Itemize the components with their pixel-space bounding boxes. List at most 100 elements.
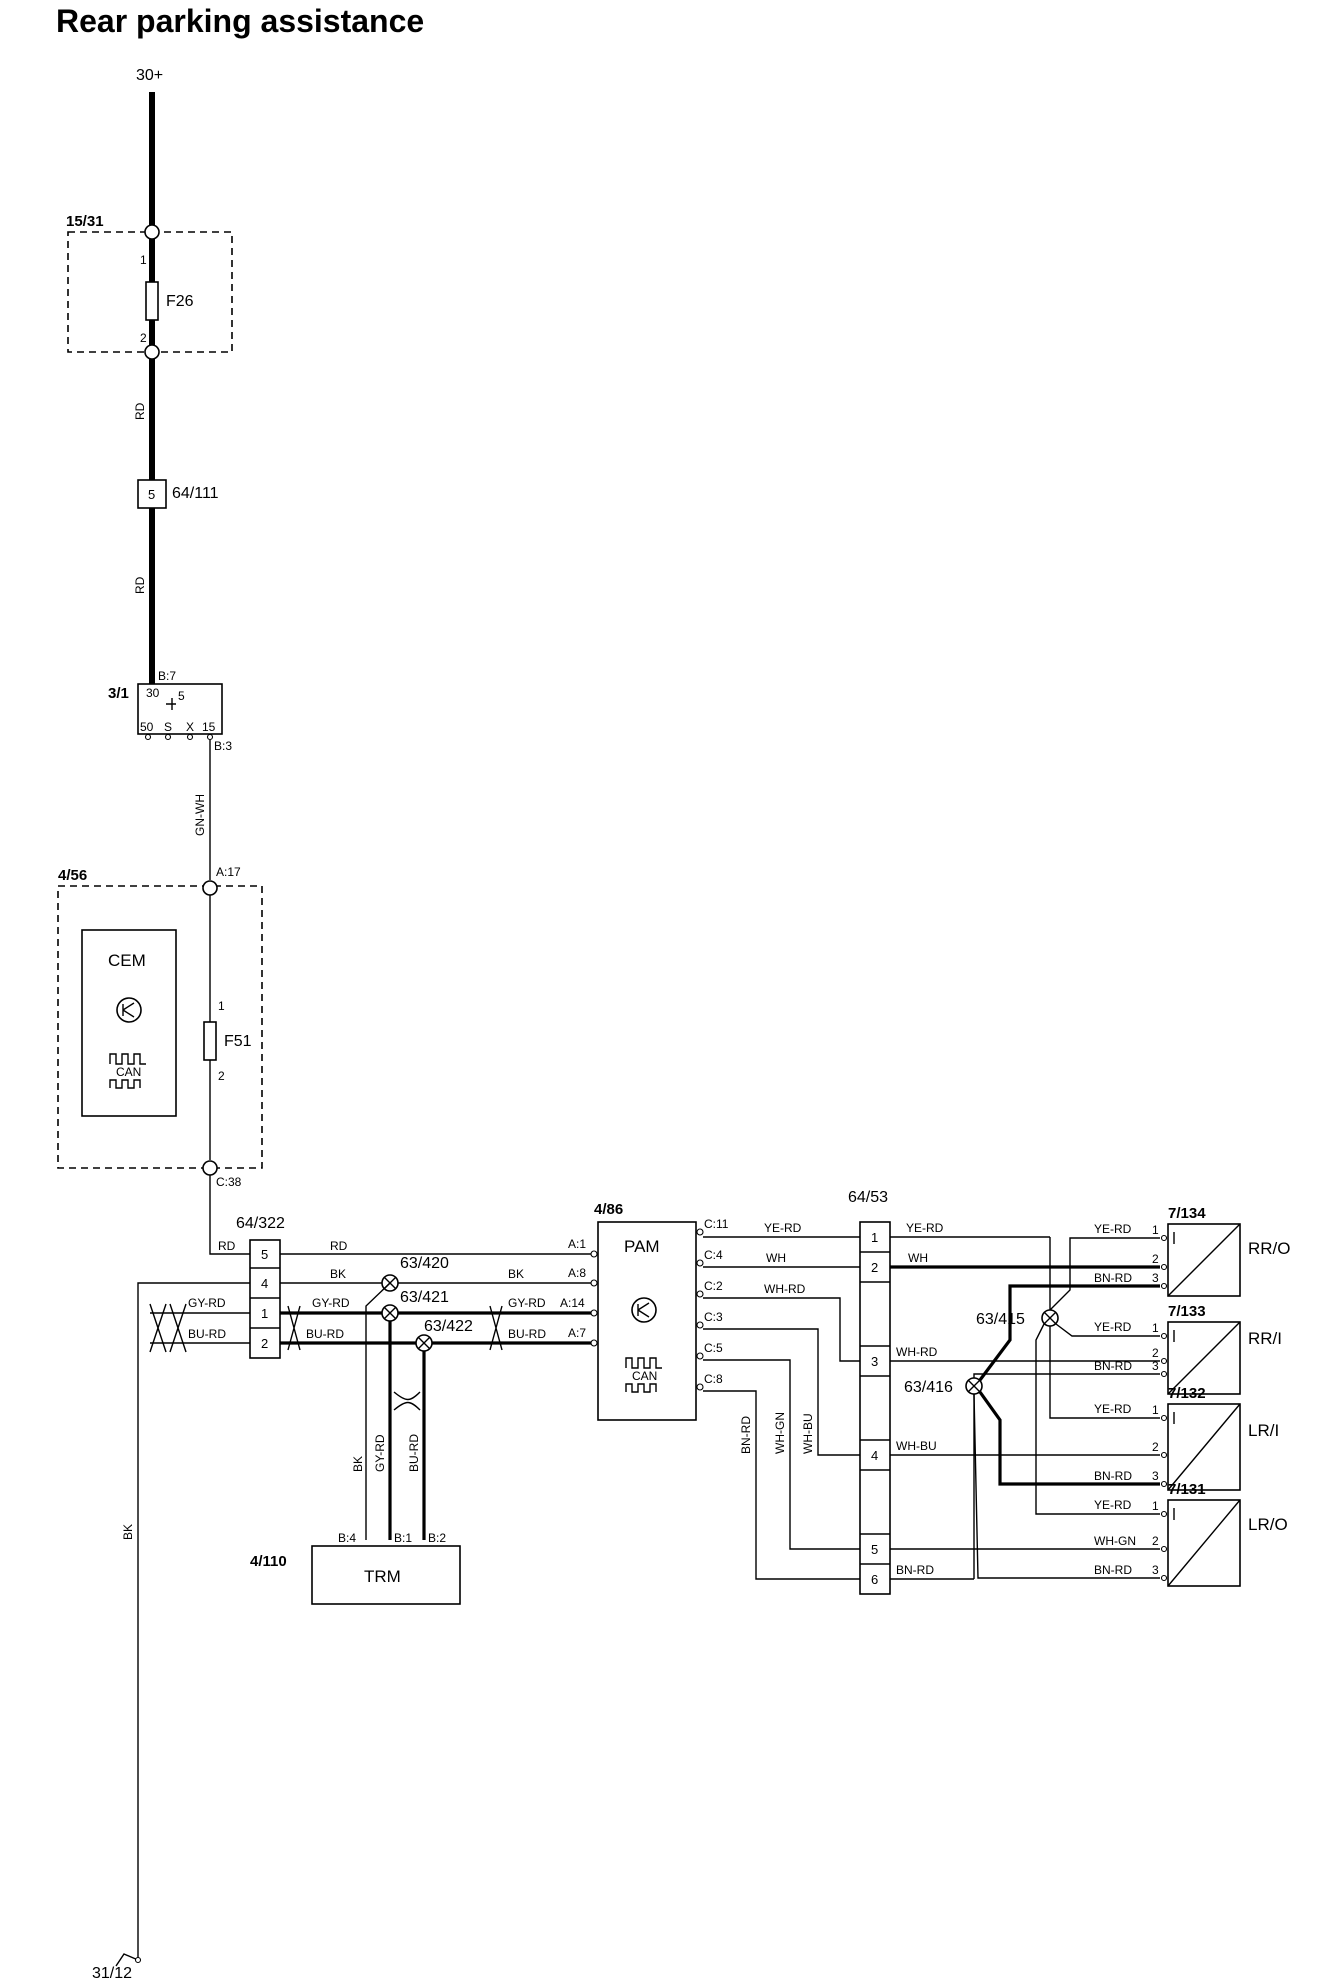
pam-pin-c2 <box>696 1290 704 1298</box>
sensor-7-134-pin3: 3 <box>1152 1271 1159 1285</box>
connector-64-53 <box>859 1221 891 1595</box>
pam-can-pulse-icon <box>625 1357 662 1393</box>
pam-pin-c8-label: C:8 <box>704 1372 723 1386</box>
fuse-box-node-top <box>144 224 160 240</box>
pam-label: PAM <box>624 1237 660 1256</box>
splice-63-421-label: 63/421 <box>400 1289 449 1306</box>
pam-pin-c5-label: C:5 <box>704 1341 723 1355</box>
trm-pin-b1: B:1 <box>394 1531 412 1545</box>
wire-label-bu-rd-left: BU-RD <box>188 1327 226 1341</box>
ignition-top-pin: B:7 <box>158 669 176 683</box>
sensor-7-132-p2 <box>1160 1451 1168 1459</box>
cem-fuse-f51 <box>203 1021 217 1061</box>
wire-label-ye-rd-133: YE-RD <box>1094 1320 1132 1334</box>
cem-out-pin: C:38 <box>216 1175 242 1189</box>
wire-label-bn-rd-132: BN-RD <box>1094 1469 1132 1483</box>
cem-fuse-pin2: 2 <box>218 1069 225 1083</box>
pam-pin-c3 <box>696 1321 704 1329</box>
sensor-7-134-pin1: 1 <box>1152 1223 1159 1237</box>
trm-id: 4/110 <box>250 1553 287 1570</box>
connector-64-53-pin-5: 5 <box>871 1542 878 1557</box>
wire-bk-ground <box>137 1282 250 1960</box>
sensor-7-133-p1 <box>1160 1332 1168 1340</box>
splice-63-420-label: 63/420 <box>400 1255 449 1272</box>
splice-63-422-cross <box>417 1336 431 1350</box>
sensor-7-131-pin2: 2 <box>1152 1534 1159 1548</box>
pam-pin-c5 <box>696 1352 704 1360</box>
connector-64-322-label: 64/322 <box>236 1215 285 1232</box>
wire-wh-gn-pam <box>703 1359 860 1550</box>
supply-terminal-label: 30+ <box>136 67 163 84</box>
trm-pin-b4: B:4 <box>338 1531 356 1545</box>
sensor-7-134-diagonal <box>1167 1223 1241 1297</box>
sensor-7-132-p3 <box>1160 1480 1168 1488</box>
sensor-7-133-p2 <box>1160 1357 1168 1365</box>
connector-64-53-label: 64/53 <box>848 1189 888 1206</box>
sensor-7-131-pin3: 3 <box>1152 1563 1159 1577</box>
wire-label-bk-ground: BK <box>121 1524 135 1540</box>
sensor-7-131-p2 <box>1160 1545 1168 1553</box>
wire-label-bk-trm: BK <box>351 1456 365 1472</box>
ground-node <box>134 1956 142 1964</box>
sensor-7-132-pin3: 3 <box>1152 1469 1159 1483</box>
connector-64-53-pin-4: 4 <box>871 1448 878 1463</box>
sensor-7-133-pin3: 3 <box>1152 1359 1159 1373</box>
wire-label-ye-rd-right: YE-RD <box>906 1221 944 1235</box>
ignition-switch <box>137 683 223 735</box>
sensor-7-134-p1 <box>1160 1234 1168 1242</box>
ground-label: 31/12 <box>92 1965 132 1980</box>
wire-label-gy-rd-2: GY-RD <box>508 1296 546 1310</box>
wire-ye-rd-bus <box>1049 1237 1160 1419</box>
pam-transistor-icon <box>631 1297 657 1323</box>
trm-pin-b2: B:2 <box>428 1531 446 1545</box>
sensor-7-134-p3 <box>1160 1282 1168 1290</box>
pam-pin-a8-label: A:8 <box>568 1266 586 1280</box>
sensor-7-133-p3 <box>1160 1370 1168 1378</box>
connector-64-322 <box>249 1239 281 1359</box>
connector-64-322-pin-1: 1 <box>261 1306 268 1321</box>
sensor-7-132-label: LR/I <box>1248 1421 1279 1440</box>
sensor-7-131-p1 <box>1160 1510 1168 1518</box>
pam-pin-c11-label: C:11 <box>704 1217 729 1231</box>
cem-can-pulse-icon <box>109 1053 146 1089</box>
wire-bn-rd-132 <box>978 1391 1160 1486</box>
wire-label-rd-upper: RD <box>133 402 147 420</box>
wire-label-bk-2: BK <box>508 1267 524 1281</box>
wire-bn-rd-pam <box>703 1390 860 1580</box>
wire-ye-rd-134 <box>1049 1237 1160 1311</box>
wire-label-bn-rd-right: BN-RD <box>896 1563 934 1577</box>
sensor-7-133-pin1: 1 <box>1152 1321 1159 1335</box>
wire-wh-rd-pam <box>703 1297 860 1362</box>
ignition-contact <box>166 698 176 710</box>
twisted-pair-left-icon <box>149 1303 187 1353</box>
sensor-7-131-label: LR/O <box>1248 1515 1288 1534</box>
ignition-pin-s <box>164 733 172 741</box>
page-title: Rear parking assistance <box>56 3 424 39</box>
pam-transistor-glyph <box>637 1302 650 1318</box>
pam-module <box>597 1221 697 1421</box>
wire-label-gy-rd-left: GY-RD <box>188 1296 226 1310</box>
pam-can-label: CAN <box>632 1369 657 1383</box>
wire-label-rd-cem: RD <box>218 1239 236 1253</box>
wire-label-bn-rd-134: BN-RD <box>1094 1271 1132 1285</box>
ignition-switch-id: 3/1 <box>108 685 129 702</box>
sensor-7-133-label: RR/I <box>1248 1329 1282 1348</box>
splice-63-416-label: 63/416 <box>904 1379 953 1396</box>
sensor-7-133-pin2: 2 <box>1152 1346 1159 1360</box>
fuse-f26 <box>145 281 159 321</box>
pam-pin-c11 <box>696 1228 704 1236</box>
ignition-t30: 30 <box>146 686 160 700</box>
cem-label: CEM <box>108 951 146 970</box>
fuse-box-id: 15/31 <box>66 213 104 230</box>
connector-64-53-pin-2: 2 <box>871 1260 878 1275</box>
sensor-7-134-id: 7/134 <box>1168 1205 1206 1222</box>
pam-pin-a14-label: A:14 <box>560 1296 585 1310</box>
fuse-f26-label: F26 <box>166 293 194 310</box>
pam-pin-a8 <box>590 1279 598 1287</box>
sensor-7-131-id: 7/131 <box>1168 1481 1206 1498</box>
sensor-7-132-id: 7/132 <box>1168 1385 1206 1402</box>
cem-transistor-glyph <box>122 1002 135 1018</box>
splice-63-422-label: 63/422 <box>424 1318 473 1335</box>
connector-64-53-pin-1: 1 <box>871 1230 878 1245</box>
wire-label-wh-bu-pam: WH-BU <box>801 1413 815 1454</box>
